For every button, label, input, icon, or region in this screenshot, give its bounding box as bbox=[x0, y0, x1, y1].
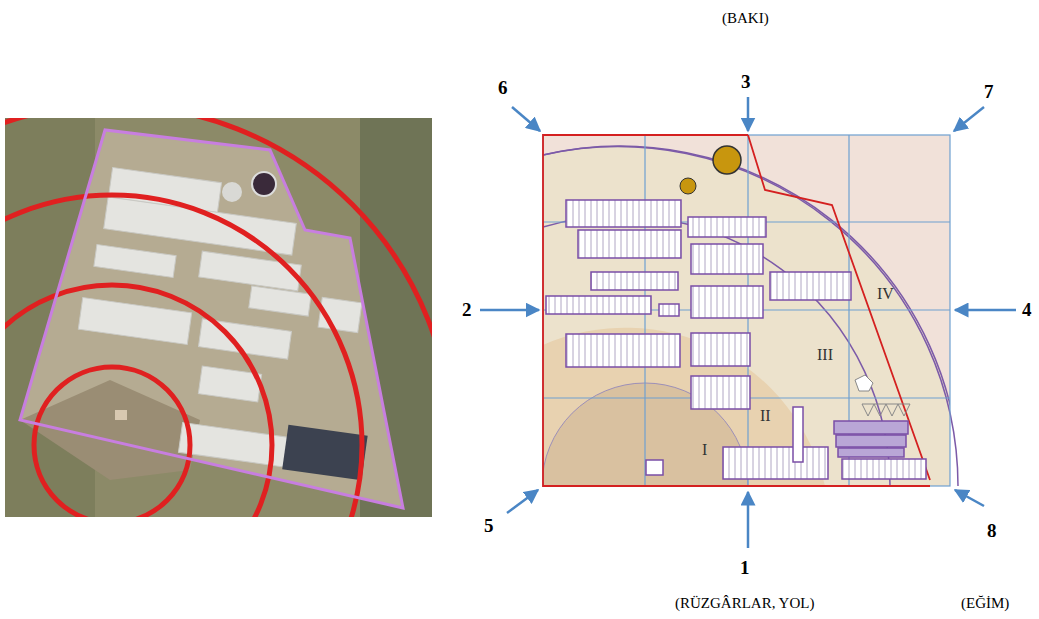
callout-number: 6 bbox=[498, 78, 508, 99]
direction-label: (RÜZGÂRLAR, YOL) bbox=[675, 595, 814, 612]
direction-arrows bbox=[480, 97, 1016, 548]
site-plan bbox=[542, 135, 960, 486]
direction-label: (BAKI) bbox=[722, 10, 769, 27]
callout-number: 7 bbox=[984, 82, 994, 103]
zone-label: III bbox=[817, 346, 833, 364]
callout-number: 2 bbox=[462, 300, 472, 321]
callout-number: 8 bbox=[987, 521, 997, 542]
zone-label: I bbox=[702, 441, 707, 459]
direction-label: (EĞİM) bbox=[961, 595, 1009, 612]
callout-number: 5 bbox=[484, 516, 494, 537]
callout-number: 3 bbox=[741, 72, 751, 93]
satellite-photo bbox=[5, 118, 432, 517]
zone-label: IV bbox=[877, 285, 894, 303]
callout-number: 4 bbox=[1022, 300, 1032, 321]
zone-label: II bbox=[760, 407, 771, 425]
callout-number: 1 bbox=[740, 558, 750, 579]
